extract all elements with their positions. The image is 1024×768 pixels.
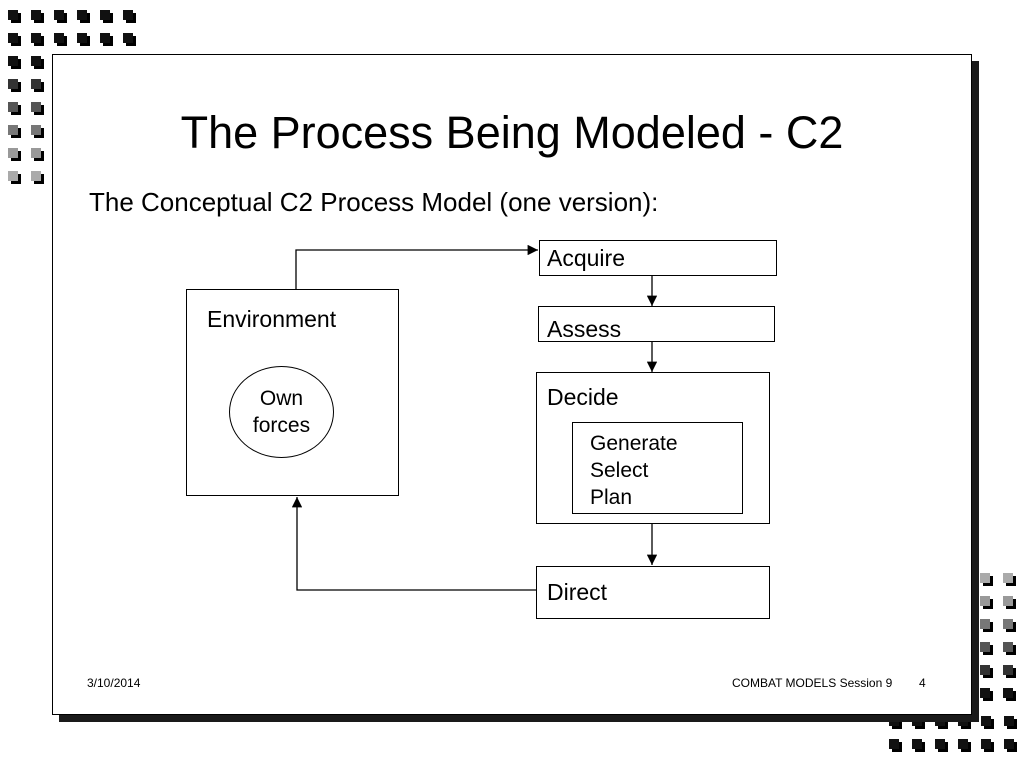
acquire-label: Acquire	[547, 245, 625, 271]
decorative-square	[980, 642, 993, 655]
decorative-square	[77, 33, 90, 46]
flow-connectors	[291, 244, 658, 591]
environment-box: Environment Own forces	[186, 289, 399, 496]
footer-page-number: 4	[919, 676, 926, 690]
decide-label: Decide	[547, 384, 619, 410]
decorative-square	[935, 739, 948, 752]
decorative-square	[981, 739, 994, 752]
decorative-square	[31, 102, 44, 115]
direct-box: Direct	[536, 566, 770, 619]
decorative-square	[8, 102, 21, 115]
environment-label: Environment	[207, 306, 337, 332]
decorative-square	[980, 596, 993, 609]
decorative-square	[100, 33, 113, 46]
decide-box: Decide Generate Select Plan	[536, 372, 770, 524]
decorative-square	[123, 10, 136, 23]
decorative-square	[980, 573, 993, 586]
decorative-square	[981, 716, 994, 729]
decorative-square	[1003, 665, 1016, 678]
decorative-square	[889, 739, 902, 752]
decorative-square	[8, 33, 21, 46]
decorative-square	[31, 148, 44, 161]
step-generate: Generate	[590, 432, 678, 455]
slide-title: The Process Being Modeled - C2	[180, 107, 844, 158]
own-forces-line-2: forces	[252, 414, 311, 437]
decorative-square	[980, 665, 993, 678]
decorative-square	[8, 125, 21, 138]
arrow-environment-to-acquire	[295, 244, 538, 289]
assess-box: Assess	[538, 306, 775, 342]
decision-steps: Generate Select Plan	[590, 430, 678, 511]
decorative-square	[8, 171, 21, 184]
decorative-square	[54, 33, 67, 46]
own-forces-circle: Own forces	[229, 366, 334, 458]
decorative-square	[31, 33, 44, 46]
decorative-square	[1003, 573, 1016, 586]
decorative-square	[8, 56, 21, 69]
arrow-direct-to-environment	[291, 497, 537, 591]
decorative-square	[8, 148, 21, 161]
decorative-square	[1003, 642, 1016, 655]
step-select: Select	[590, 459, 649, 482]
decorative-square	[958, 716, 971, 729]
assess-label: Assess	[547, 316, 622, 342]
decorative-square	[958, 739, 971, 752]
decorative-square	[1003, 596, 1016, 609]
decorative-square	[31, 171, 44, 184]
decorative-square	[77, 10, 90, 23]
decorative-square	[31, 10, 44, 23]
decorative-square	[8, 10, 21, 23]
decorative-square	[889, 716, 902, 729]
decorative-square	[31, 79, 44, 92]
decorative-square	[54, 10, 67, 23]
own-forces-line-1: Own	[259, 387, 304, 410]
decorative-square	[1004, 739, 1017, 752]
footer-course: COMBAT MODELS Session 9	[732, 676, 893, 690]
decorative-square	[935, 716, 948, 729]
decorative-square	[980, 619, 993, 632]
direct-label: Direct	[547, 579, 608, 605]
decorative-square	[1003, 688, 1016, 701]
decision-steps-box: Generate Select Plan	[572, 422, 743, 514]
decorative-square	[1004, 716, 1017, 729]
decorative-square	[980, 688, 993, 701]
decorative-square	[912, 716, 925, 729]
decorative-square	[123, 33, 136, 46]
decorative-square	[1003, 619, 1016, 632]
footer-date: 3/10/2014	[87, 676, 141, 690]
decorative-square	[31, 125, 44, 138]
decorative-square	[912, 739, 925, 752]
acquire-box: Acquire	[539, 240, 777, 276]
step-plan: Plan	[590, 486, 633, 509]
slide-subtitle: The Conceptual C2 Process Model (one ver…	[89, 187, 659, 217]
decorative-square	[100, 10, 113, 23]
decorative-square	[8, 79, 21, 92]
decorative-square	[31, 56, 44, 69]
slide: The Process Being Modeled - C2 The Conce…	[52, 54, 972, 715]
